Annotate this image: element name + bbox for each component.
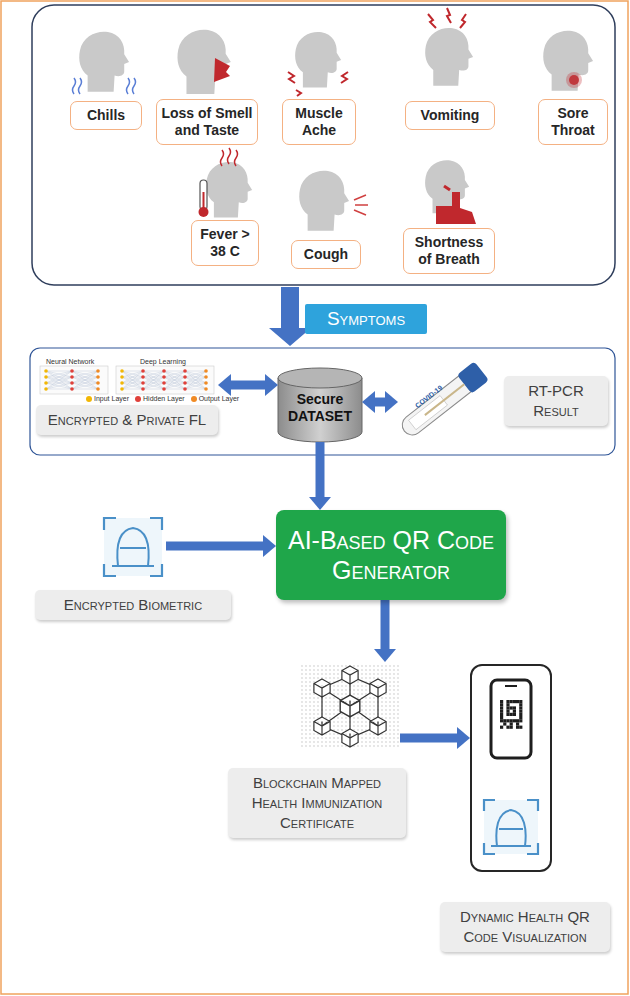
flow-arrow bbox=[374, 600, 396, 662]
symptom-label: Sore Throat bbox=[538, 99, 608, 145]
biometric-block: Encrypted Biometric bbox=[100, 514, 166, 580]
phone-icon bbox=[491, 680, 531, 758]
stage-tag: Symptoms bbox=[305, 304, 427, 334]
face-icon bbox=[484, 800, 538, 854]
flow-arrow bbox=[166, 535, 276, 557]
tube-label: COVID-19 bbox=[414, 384, 444, 409]
chills-icon bbox=[73, 32, 136, 94]
cough-icon bbox=[299, 171, 368, 231]
symptom-label: Loss of Smell and Taste bbox=[156, 99, 258, 145]
node-text: Shortness of Breath bbox=[415, 234, 483, 267]
image-caption: Neural Network bbox=[46, 358, 94, 365]
symptom-label: Muscle Ache bbox=[282, 99, 356, 145]
node-text: Secure DATASET bbox=[278, 391, 362, 425]
flow-arrow bbox=[309, 442, 331, 510]
symptom-label: Vomiting bbox=[405, 101, 495, 130]
legend-swatch bbox=[86, 396, 92, 402]
data-panel bbox=[30, 348, 615, 455]
caption-box: Encrypted Biometric bbox=[35, 590, 231, 620]
breath-icon bbox=[425, 160, 476, 224]
legend-item: Hidden Layer bbox=[135, 395, 185, 402]
node-text: Vomiting bbox=[421, 107, 480, 123]
generator-box: AI-Based QR Code Generator bbox=[276, 510, 506, 600]
smell-icon bbox=[177, 30, 230, 94]
node-text: Symptoms bbox=[327, 308, 405, 330]
legend-swatch bbox=[191, 396, 197, 402]
legend-text: Hidden Layer bbox=[143, 395, 185, 402]
legend-swatch bbox=[135, 396, 141, 402]
symptom-label: Cough bbox=[291, 240, 361, 269]
symptom-label: Shortness of Breath bbox=[403, 228, 495, 274]
node-text: Chills bbox=[87, 107, 125, 123]
fever-icon bbox=[199, 148, 253, 217]
flow-arrow bbox=[362, 391, 398, 413]
image-caption: Deep Learning bbox=[140, 358, 186, 365]
flow-arrow bbox=[218, 374, 278, 396]
flow-arrow bbox=[400, 727, 470, 749]
legend-text: Input Layer bbox=[94, 395, 129, 402]
phone-panel: Dynamic Health QR Code Visualization bbox=[470, 664, 552, 872]
legend-item: Input Layer bbox=[86, 395, 129, 402]
node-text: Muscle Ache bbox=[295, 105, 342, 138]
symptom-label: Fever > 38 C bbox=[191, 220, 259, 266]
node-text: Cough bbox=[304, 246, 348, 262]
caption-box: Encrypted & Private FL bbox=[36, 405, 218, 435]
symptom-label: Chills bbox=[70, 101, 142, 130]
symptoms-panel bbox=[32, 5, 615, 285]
test-tube bbox=[397, 361, 489, 440]
legend-item: Output Layer bbox=[191, 395, 239, 402]
dataset-cylinder: Secure DATASET bbox=[278, 368, 362, 442]
throat-icon bbox=[543, 31, 593, 91]
biometric-icon bbox=[104, 518, 162, 576]
muscle-icon bbox=[288, 32, 348, 96]
test-result: RT-PCR Result bbox=[398, 360, 482, 444]
database-cylinder bbox=[278, 368, 362, 442]
blockchain-icon bbox=[300, 664, 400, 748]
node-text: Fever > 38 C bbox=[200, 226, 249, 259]
vomiting-icon bbox=[425, 8, 473, 86]
legend-text: Output Layer bbox=[199, 395, 239, 402]
node-text: AI-Based QR Code Generator bbox=[286, 525, 496, 585]
node-text: Loss of Smell and Taste bbox=[161, 105, 252, 138]
node-text: Sore Throat bbox=[551, 105, 595, 138]
caption-box: Dynamic Health QR Code Visualization bbox=[440, 902, 610, 952]
caption-box: Blockchain Mapped Health Immunization Ce… bbox=[228, 768, 406, 838]
certificate-block: Blockchain Mapped Health Immunization Ce… bbox=[300, 662, 400, 750]
caption-box: RT-PCR Result bbox=[504, 376, 608, 426]
